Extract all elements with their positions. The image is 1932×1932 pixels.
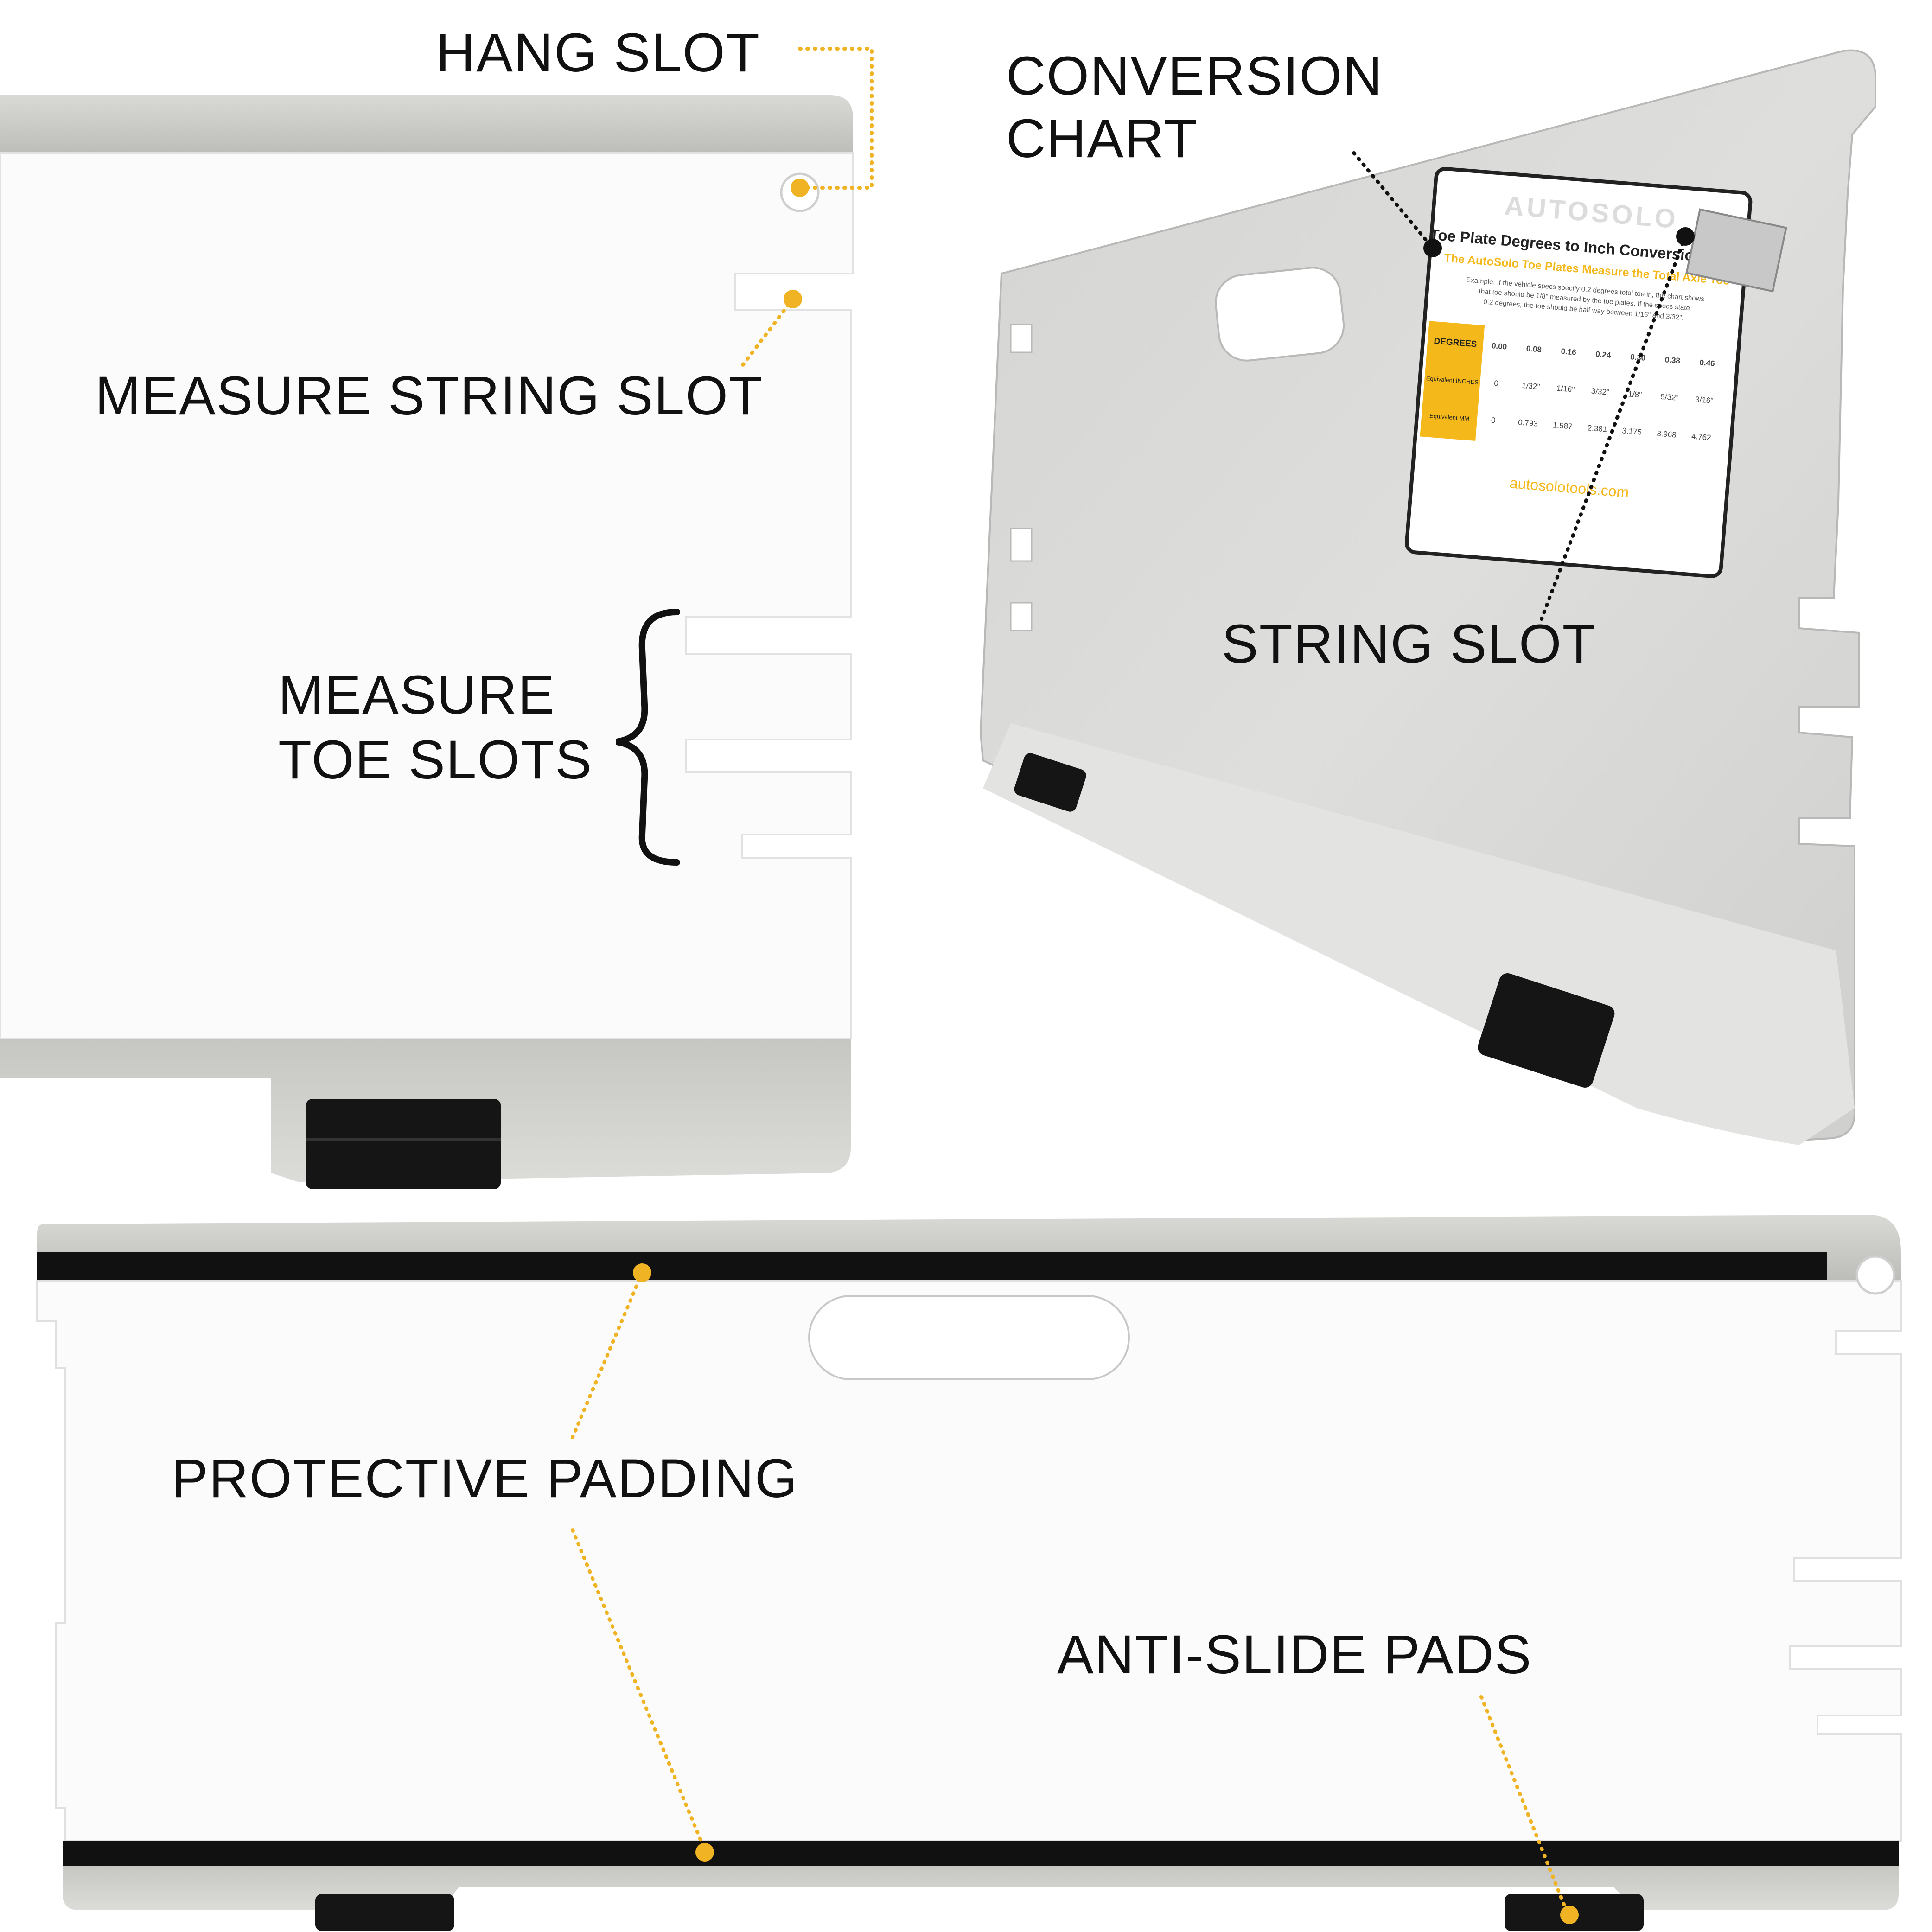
callout-dots (633, 179, 1695, 1924)
label-hang-slot: HANG SLOT (436, 22, 760, 83)
top-right-plate: AUTOSOLO Toe Plate Degrees to Inch Conve… (979, 49, 1876, 1145)
in-2: 1/16" (1556, 384, 1575, 394)
in-5: 5/32" (1660, 392, 1679, 402)
anti-slide-pad-large (1478, 973, 1615, 1088)
dot-measure-string-slot (784, 290, 802, 308)
in-4: 1/8" (1628, 389, 1642, 399)
top-band (0, 95, 853, 153)
deg-0: 0.00 (1491, 341, 1507, 351)
label-conversion-chart-2: CHART (1006, 108, 1199, 169)
deg-2: 0.16 (1561, 347, 1577, 357)
callout-line-hang-slot (798, 47, 874, 190)
callout-line-anti-slide-pads (1479, 1695, 1569, 1914)
label-conversion-chart-1: CONVERSION (1006, 45, 1384, 107)
label-measure-toe-slots-2: TOE SLOTS (278, 729, 593, 791)
anti-slide-pad-small (1014, 753, 1086, 812)
mm-3: 2.381 (1587, 423, 1607, 434)
mm-1: 0.793 (1518, 418, 1538, 428)
callout-line-protective-padding-top (571, 1271, 644, 1439)
label-protective-padding: PROTECTIVE PADDING (172, 1448, 798, 1509)
mm-6: 4.762 (1691, 432, 1711, 442)
protective-padding-bottom (63, 1841, 1899, 1866)
foot-band (983, 723, 1855, 1145)
callout-line-string-slot (1540, 235, 1687, 621)
bottom-plate-body (36, 1280, 1902, 1842)
top-left-plate (0, 95, 854, 1189)
deg-5: 0.38 (1664, 355, 1681, 365)
dot-protective-padding-bottom (695, 1843, 714, 1862)
deg-6: 0.46 (1699, 358, 1715, 368)
deg-3: 0.24 (1595, 350, 1612, 360)
bottom-hang-slot-hole (1855, 1255, 1895, 1295)
callout-line-conversion-chart (1352, 151, 1435, 250)
dot-string-slot (1676, 227, 1695, 246)
mm-5: 3.968 (1657, 429, 1677, 439)
chart-table: 0.00 0.08 0.16 0.24 0.30 0.38 0.46 0 1/3… (1491, 341, 1715, 442)
in-1: 1/32" (1522, 381, 1541, 391)
in-3: 3/32" (1591, 387, 1610, 397)
mm-2: 1.587 (1552, 421, 1573, 431)
callout-line-protective-padding-bottom (571, 1528, 707, 1852)
protective-padding-top (37, 1252, 1827, 1281)
label-measure-string-slot: MEASURE STRING SLOT (95, 365, 764, 427)
bottom-plate (36, 1215, 1902, 1931)
label-anti-slide-pads: ANTI-SLIDE PADS (1057, 1624, 1532, 1685)
in-6: 3/16" (1695, 395, 1714, 405)
bottom-plate-foot (63, 1866, 1899, 1910)
handle-cutout (1215, 267, 1345, 362)
deg-1: 0.08 (1526, 344, 1542, 354)
bottom-handle-cutout (808, 1295, 1130, 1380)
measure-toe-slots-brace (616, 609, 680, 866)
row-mm-label: Equivalent MM (1429, 412, 1470, 422)
plate-body (0, 152, 854, 1039)
dot-conversion-chart (1423, 239, 1442, 257)
callout-line-measure-string-slot (740, 297, 795, 368)
in-0: 0 (1494, 379, 1499, 388)
label-string-slot: STRING SLOT (1222, 613, 1597, 675)
bottom-anti-slide-pad-left (315, 1894, 454, 1931)
label-measure-toe-slots-1: MEASURE (278, 664, 555, 726)
dot-hang-slot (791, 179, 809, 197)
mm-4: 3.175 (1622, 426, 1642, 436)
anti-slide-pad-left-plate (306, 1099, 501, 1189)
callouts (571, 47, 1687, 1914)
dot-protective-padding-top (633, 1263, 651, 1282)
mm-0: 0 (1491, 416, 1496, 425)
dot-anti-slide-pads (1560, 1906, 1579, 1924)
